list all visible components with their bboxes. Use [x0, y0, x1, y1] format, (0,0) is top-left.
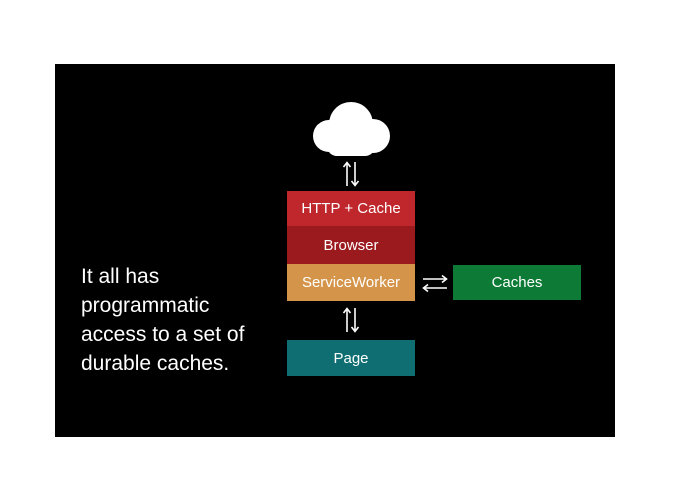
service-worker-layer: ServiceWorker: [287, 264, 415, 301]
service-worker-label: ServiceWorker: [301, 274, 401, 291]
cloud-icon: [313, 102, 390, 156]
caches-box: Caches: [453, 265, 581, 300]
browser-layer: Browser: [287, 226, 415, 264]
left-right-arrows-icon: [422, 274, 448, 293]
page-layer: Page: [287, 340, 415, 376]
slide-caption: It all has programmatic access to a set …: [81, 265, 245, 375]
page-label: Page: [333, 349, 369, 367]
http-cache-label: HTTP + Cache: [301, 200, 401, 217]
caches-label: Caches: [491, 274, 543, 291]
http-cache-layer: HTTP + Cache: [287, 191, 415, 226]
up-down-arrows-icon: [342, 161, 360, 187]
browser-label: Browser: [323, 236, 379, 254]
up-down-arrows-icon: [342, 307, 360, 333]
